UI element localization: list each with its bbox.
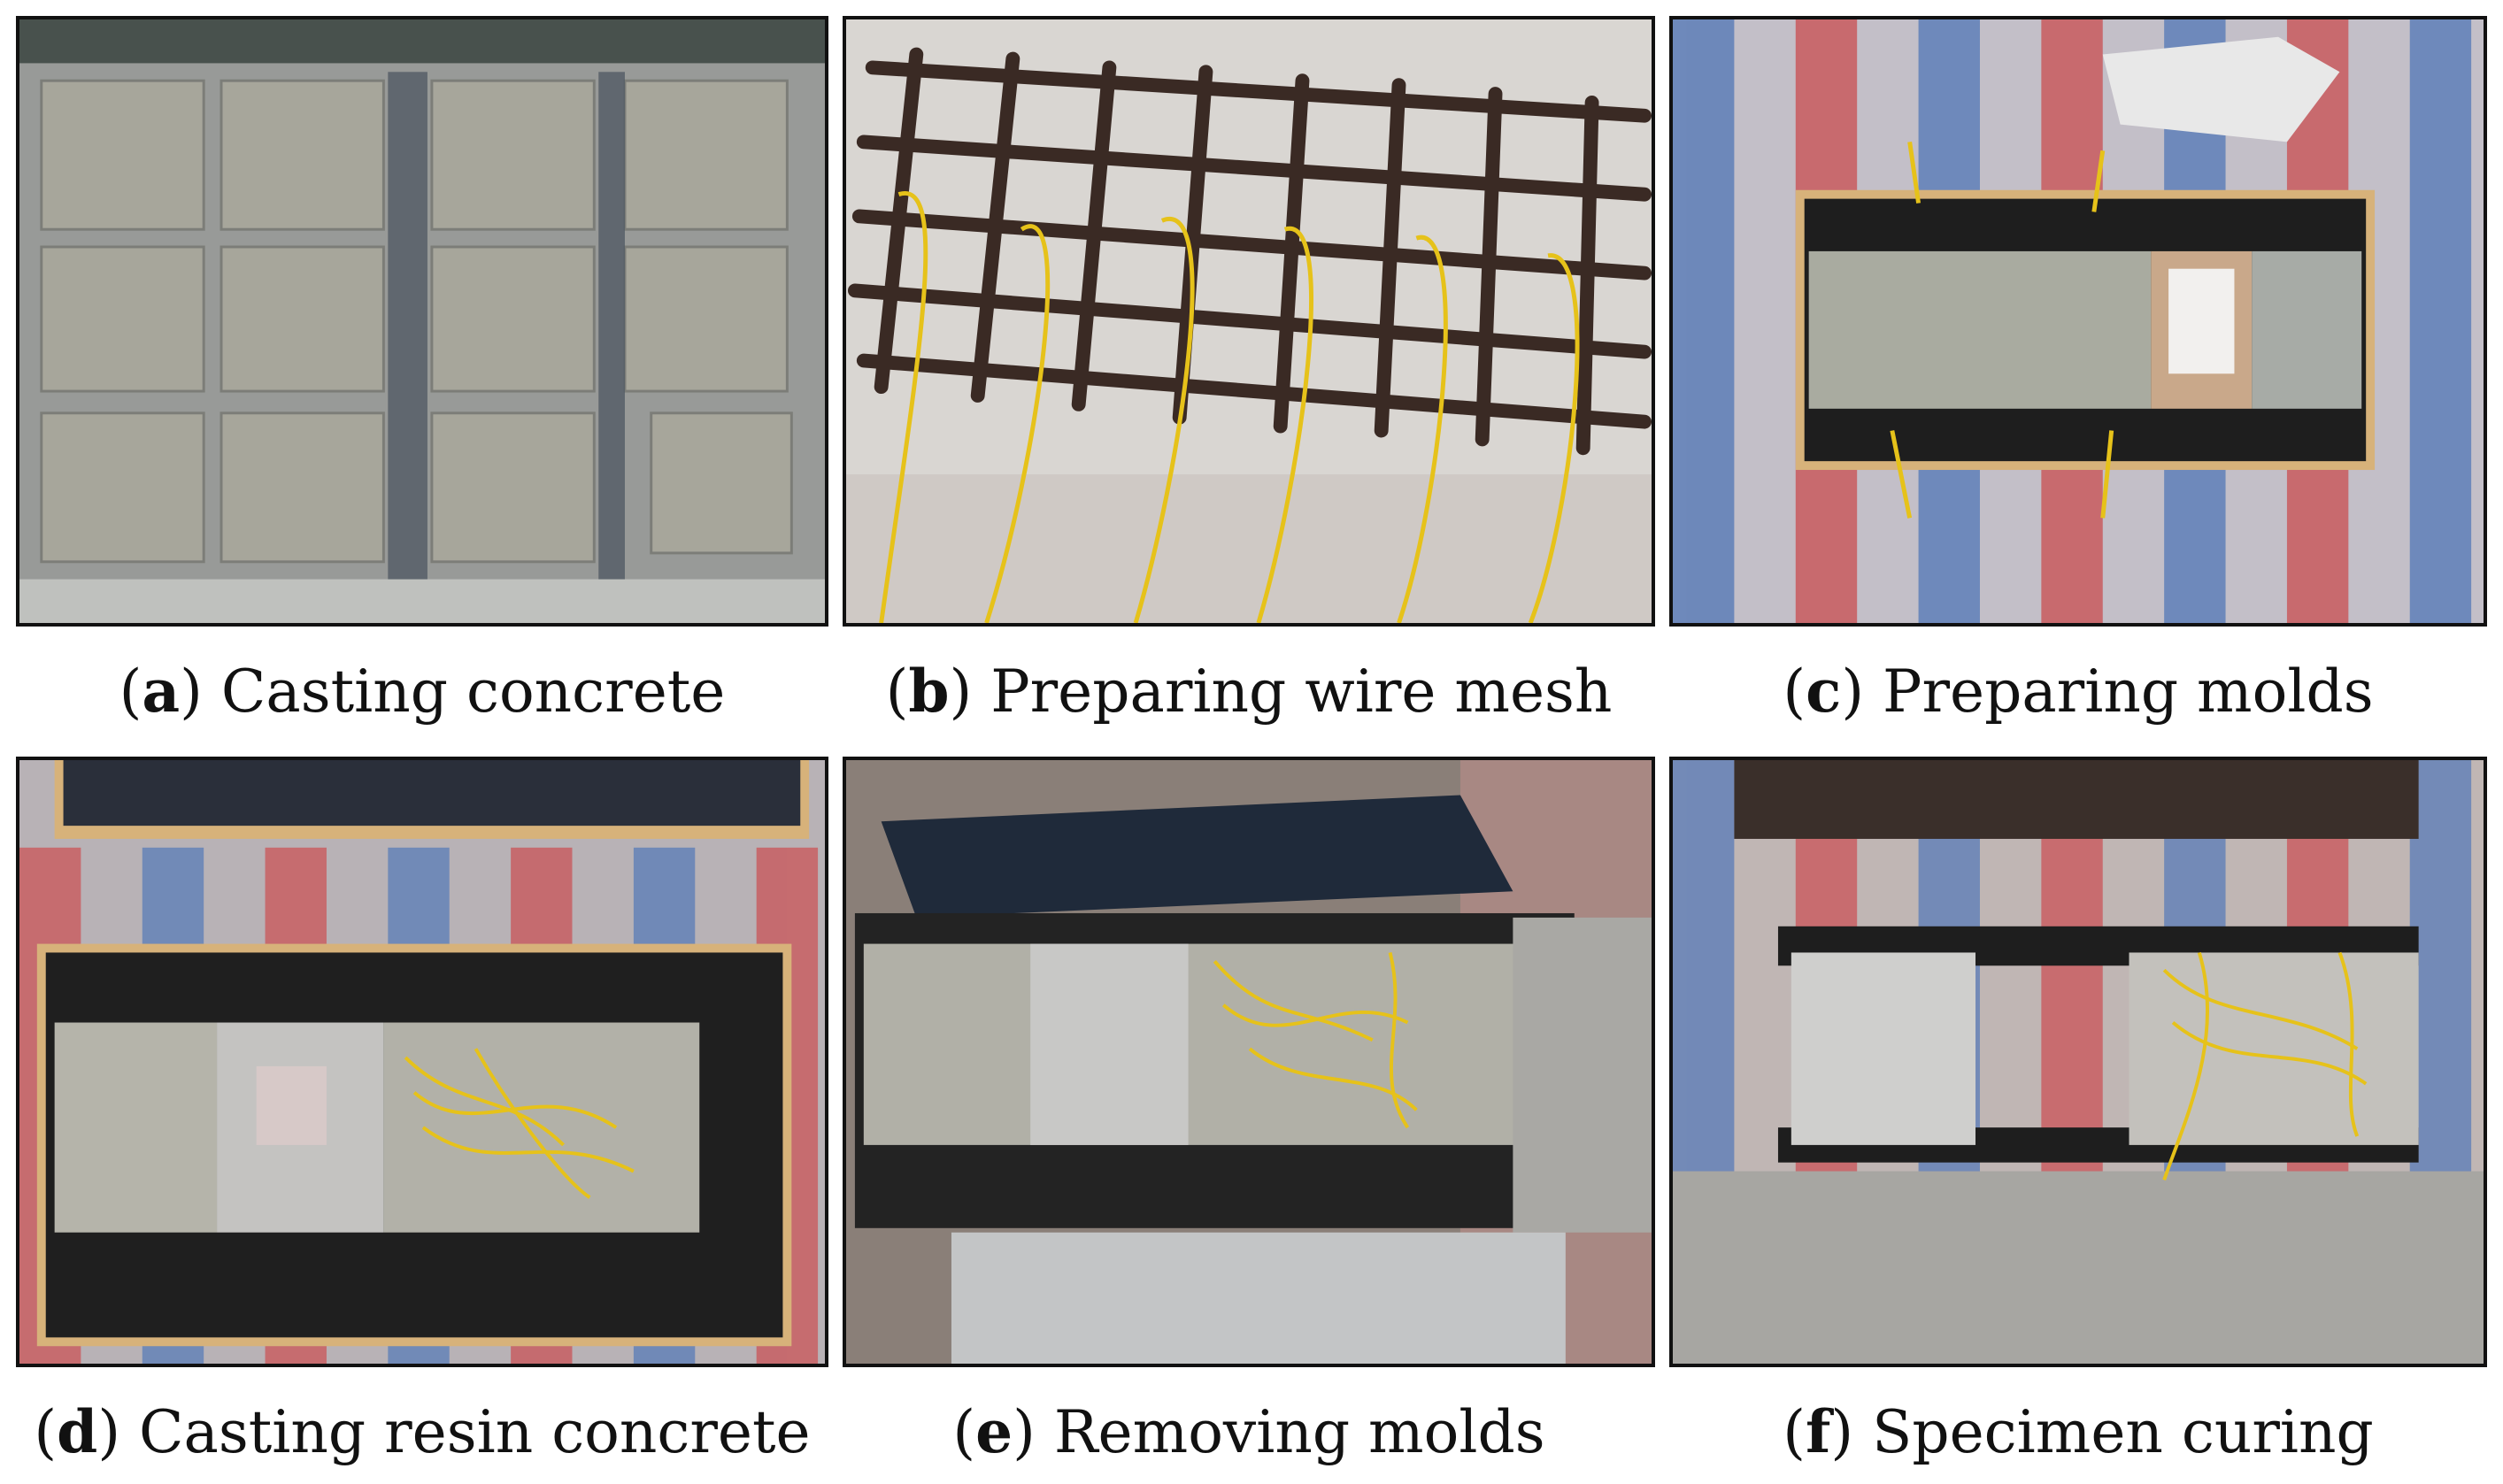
caption-removing-molds: (e) Removing molds [952, 1397, 1545, 1466]
photo-preparing-wire-mesh [843, 16, 1655, 627]
photo-removing-molds [843, 757, 1655, 1367]
photo-casting-resin-concrete [16, 757, 828, 1367]
caption-specimen-curing: (f) Specimen curing [1783, 1397, 2374, 1466]
photo-preparing-molds [1669, 16, 2487, 627]
photo-casting-concrete [16, 16, 828, 627]
photo-specimen-curing [1669, 757, 2487, 1367]
caption-casting-concrete: (a) Casting concrete [119, 657, 726, 726]
caption-preparing-molds: (c) Preparing molds [1783, 657, 2374, 726]
caption-preparing-wire-mesh: (b) Preparing wire mesh [885, 657, 1613, 726]
caption-casting-resin-concrete: (d) Casting resin concrete [34, 1397, 811, 1466]
